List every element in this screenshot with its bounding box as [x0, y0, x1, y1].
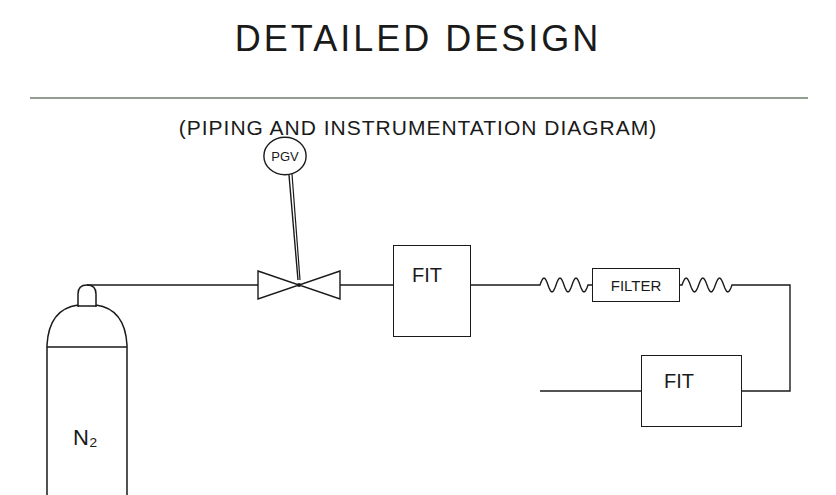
valve-stem-dot	[297, 283, 301, 287]
subtitle-label: (PIPING AND INSTRUMENTATION DIAGRAM)	[0, 116, 836, 140]
gas-cylinder: N₂	[45, 285, 129, 495]
instrument-bubble: PGV	[263, 136, 307, 176]
flow-indicator-box: FIT	[393, 245, 471, 337]
outlet-pipe	[540, 390, 641, 391]
cylinder-outline	[47, 285, 127, 495]
flow-indicator-box: FIT	[641, 355, 742, 427]
cylinder-outline	[45, 285, 129, 495]
node-label: FIT	[664, 370, 694, 393]
pipe-connector	[87, 284, 393, 285]
valve-symbol	[258, 271, 299, 299]
node-label: N₂	[73, 425, 97, 451]
node-label: PGV	[271, 149, 298, 164]
filter-box: FILTER	[592, 268, 680, 302]
title-rule	[30, 97, 808, 99]
diagram-title: DETAILED DESIGN	[0, 18, 836, 60]
pipe-connector	[471, 278, 592, 292]
valve-symbol	[299, 271, 340, 299]
leader-line	[292, 174, 300, 280]
bubble-outline	[264, 137, 306, 175]
node-label: FILTER	[611, 277, 662, 294]
node-label: FIT	[412, 264, 442, 287]
